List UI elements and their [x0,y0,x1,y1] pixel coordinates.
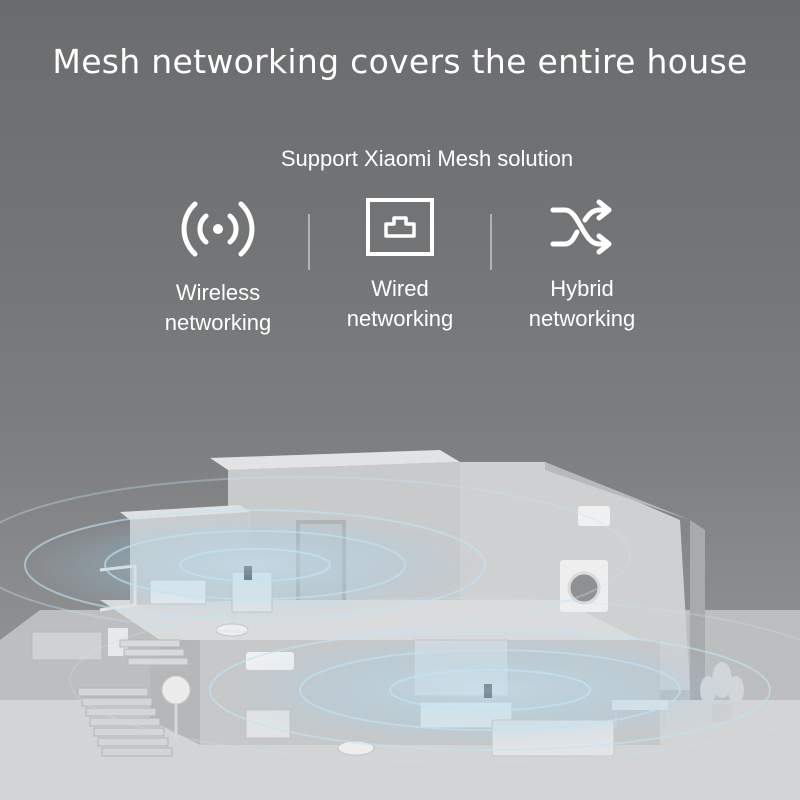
ethernet-port-icon [366,198,434,256]
feature-label-wireless: Wireless networking [164,280,272,335]
divider [308,214,310,270]
feature-hybrid: Hybrid networking [482,196,682,334]
wireless-signal-icon [181,201,255,257]
hybrid-shuffle-icon [550,199,612,255]
subheadline: Support Xiaomi Mesh solution [280,146,574,171]
feature-wired: Wired networking [300,196,500,334]
divider [490,214,492,270]
headline: Mesh networking covers the entire house [52,42,748,81]
feature-label-wired: Wired networking [346,276,454,331]
feature-wireless: Wireless networking [118,196,318,338]
feature-label-hybrid: Hybrid networking [528,276,636,331]
